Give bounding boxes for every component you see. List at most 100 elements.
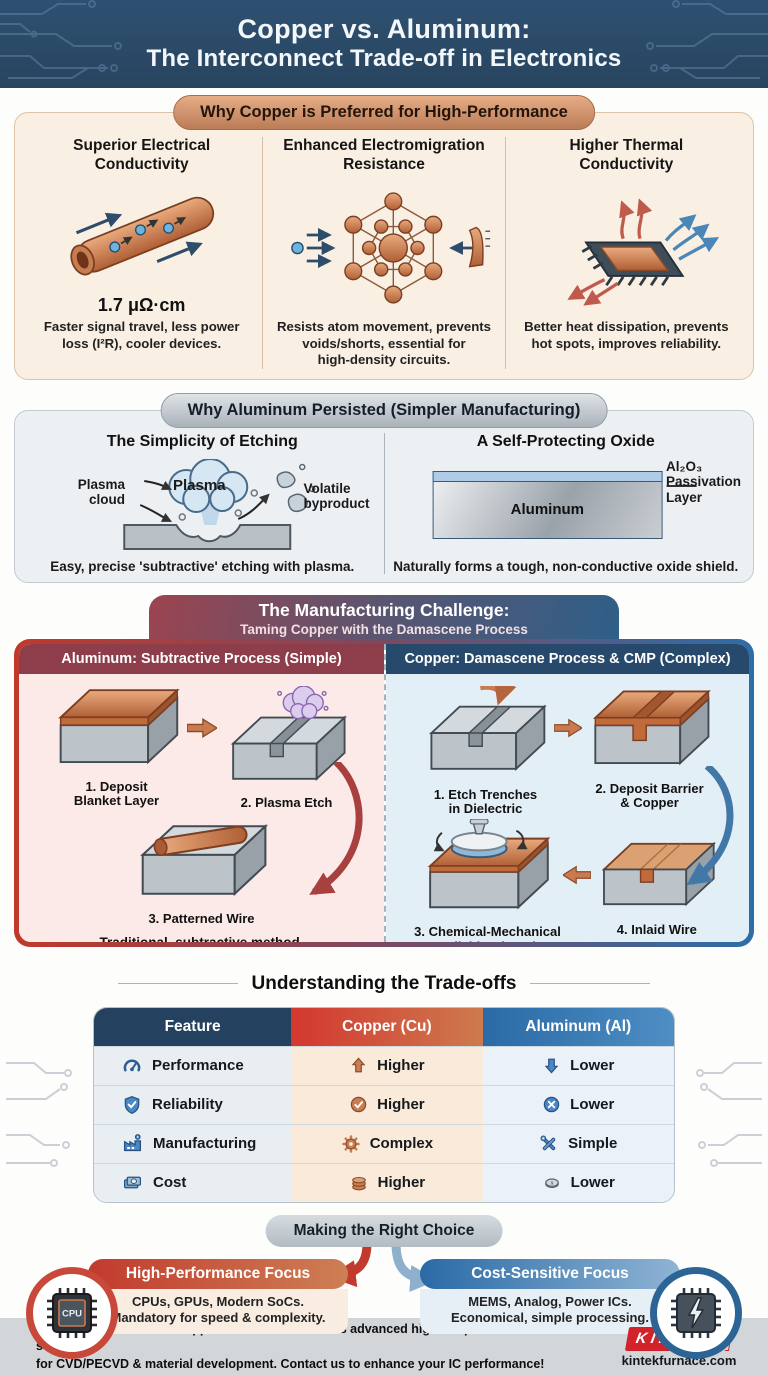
step-label: 3. Chemical-Mechanical Polishing (CMP) <box>414 924 561 941</box>
step-etch-trenches: 1. Etch Trenches in Dielectric <box>420 678 552 818</box>
copper-section: Why Copper is Preferred for High-Perform… <box>14 95 754 380</box>
circuit-pattern-icon <box>0 0 122 79</box>
title-rule <box>117 982 238 985</box>
challenge-section: The Manufacturing Challenge: Taming Copp… <box>14 594 754 947</box>
aluminum-section-card: The Simplicity of Etching <box>14 409 754 583</box>
aluminum-value: Lower <box>570 1057 615 1074</box>
table-row: Reliability Higher Lower <box>94 1084 674 1124</box>
copper-value: Complex <box>369 1135 434 1152</box>
plasma-cloud-label: Plasma cloud <box>77 476 125 508</box>
title-rule <box>530 982 651 985</box>
plasma-etch-illustration: Plasma cloud Plasma Volatile byproduct <box>21 457 384 555</box>
gear-icon <box>341 1134 360 1153</box>
step-plasma-etch: 2. Plasma Etch <box>219 684 355 811</box>
al2o3-label: Al₂O₃ Passivation Layer <box>665 458 741 505</box>
aluminum-block: Aluminum <box>432 480 663 539</box>
table-row: Performance Higher Lower <box>94 1045 674 1085</box>
table-header-row: Feature Copper (Cu) Aluminum (Al) <box>94 1007 674 1046</box>
curved-red-arrow-icon <box>309 761 363 895</box>
page-title-line2: The Interconnect Trade-off in Electronic… <box>146 45 622 73</box>
copper-panel-header: Copper: Damascene Process & CMP (Complex… <box>386 643 749 674</box>
curved-blue-arrow-icon <box>686 765 734 885</box>
challenge-box: Aluminum: Subtractive Process (Simple) <box>14 638 754 947</box>
step-label: 2. Deposit Barrier & Copper <box>595 780 704 811</box>
copper-value: Higher <box>377 1057 425 1074</box>
copper-process-panel: Copper: Damascene Process & CMP (Complex… <box>384 643 749 942</box>
column-heading: Higher Thermal Conductivity <box>569 137 684 173</box>
aluminum-section-pill: Why Aluminum Persisted (Simpler Manufact… <box>160 392 608 428</box>
cost-sensitive-title: Cost-Sensitive Focus <box>420 1258 680 1289</box>
atom-lattice-icon <box>291 192 491 304</box>
step-label: 3. Patterned Wire <box>148 911 255 927</box>
step-label: 1. Deposit Blanket Layer <box>73 778 160 809</box>
coin-icon: $ <box>544 1177 559 1188</box>
cash-icon <box>124 1176 141 1189</box>
arrow-down-icon <box>544 1058 559 1074</box>
high-performance-title: High-Performance Focus <box>88 1258 348 1289</box>
aluminum-panel-caption: Traditional, subtractive method. <box>25 935 378 941</box>
volatile-byproduct-label: Volatile byproduct <box>303 480 370 512</box>
header-aluminum: Aluminum (Al) <box>482 1007 674 1046</box>
electromigration-column: Enhanced Electromigration Resistance <box>262 137 504 369</box>
aluminum-panel-header: Aluminum: Subtractive Process (Simple) <box>19 643 384 674</box>
thermal-column: Higher Thermal Conductivity <box>504 137 747 369</box>
shield-check-icon <box>124 1095 140 1114</box>
svg-text:$: $ <box>551 1180 554 1185</box>
step-inlaid-wire: 4. Inlaid Wire <box>593 831 721 938</box>
copper-section-pill: Why Copper is Preferred for High-Perform… <box>173 95 595 130</box>
column-caption: Faster signal travel, less power loss (I… <box>43 319 240 351</box>
etching-heading: The Simplicity of Etching <box>106 432 298 450</box>
high-performance-callout: CPU High-Performance Focus CPUs, GPUs, M… <box>26 1258 348 1359</box>
aluminum-value: Simple <box>568 1135 618 1152</box>
step-deposit-blanket: 1. Deposit Blanket Layer <box>49 686 185 810</box>
feature-label: Manufacturing <box>153 1135 257 1152</box>
oxide-layer-illustration: Aluminum Al₂O₃ Passivation Layer <box>385 459 748 555</box>
challenge-title-tab: The Manufacturing Challenge: Taming Copp… <box>149 594 619 647</box>
copper-tube-icon <box>70 196 214 276</box>
chip-heat-icon <box>567 198 720 306</box>
choice-pill: Making the Right Choice <box>265 1214 503 1247</box>
column-caption: Resists atom movement, prevents voids/sh… <box>276 319 491 367</box>
copper-tube-illustration <box>39 177 245 295</box>
feature-label: Cost <box>153 1174 187 1191</box>
conductivity-column: Superior Electrical Conductivity <box>21 137 262 369</box>
challenge-subtitle: Taming Copper with the Damascene Process <box>240 621 528 637</box>
deposit-copper-icon <box>592 689 711 765</box>
tools-icon <box>540 1134 556 1150</box>
coin-stack-icon <box>351 1176 366 1190</box>
x-circle-icon <box>543 1096 560 1113</box>
etch-trenches-icon <box>428 678 547 771</box>
etching-caption: Easy, precise 'subtractive' etching with… <box>50 558 355 574</box>
check-circle-icon <box>350 1096 367 1113</box>
table-row: Cost Higher $ Lower <box>94 1162 674 1202</box>
tradeoffs-title: Understanding the Trade-offs <box>251 972 517 994</box>
feature-label: Performance <box>152 1057 244 1074</box>
column-heading: Enhanced Electromigration Resistance <box>283 137 485 173</box>
right-block-arrow-icon <box>186 717 217 738</box>
plasma-label: Plasma <box>173 476 226 494</box>
power-chip-icon <box>671 1287 721 1338</box>
column-caption: Better heat dissipation, prevents hot sp… <box>524 319 729 351</box>
aluminum-section: Why Aluminum Persisted (Simpler Manufact… <box>14 392 754 583</box>
gauge-icon <box>123 1059 141 1071</box>
factory-icon <box>123 1134 142 1152</box>
power-chip-badge <box>650 1266 742 1359</box>
oxide-column: A Self-Protecting Oxide Aluminum Al₂O₃ P… <box>383 432 748 574</box>
header: Copper vs. Aluminum: The Interconnect Tr… <box>0 0 768 88</box>
tradeoffs-table: Feature Copper (Cu) Aluminum (Al) Perfor… <box>93 1006 675 1203</box>
cpu-chip-label: CPU <box>62 1308 82 1319</box>
step-label: 1. Etch Trenches in Dielectric <box>433 786 538 817</box>
aluminum-process-panel: Aluminum: Subtractive Process (Simple) <box>19 643 384 942</box>
blanket-layer-icon <box>57 687 180 764</box>
cmp-icon <box>428 818 551 910</box>
passivation-layer <box>432 470 663 481</box>
resistivity-value: 1.7 μΩ·cm <box>97 295 186 315</box>
circuit-pattern-icon <box>6 1061 72 1167</box>
cost-sensitive-callout: Cost-Sensitive Focus MEMS, Analog, Power… <box>420 1258 742 1359</box>
oxide-caption: Naturally forms a tough, non-conductive … <box>393 558 739 574</box>
patterned-wire-icon <box>139 824 268 897</box>
table-row: Manufacturing Complex <box>94 1123 674 1163</box>
right-block-arrow-icon <box>553 718 582 737</box>
circuit-pattern-icon <box>696 1061 762 1167</box>
